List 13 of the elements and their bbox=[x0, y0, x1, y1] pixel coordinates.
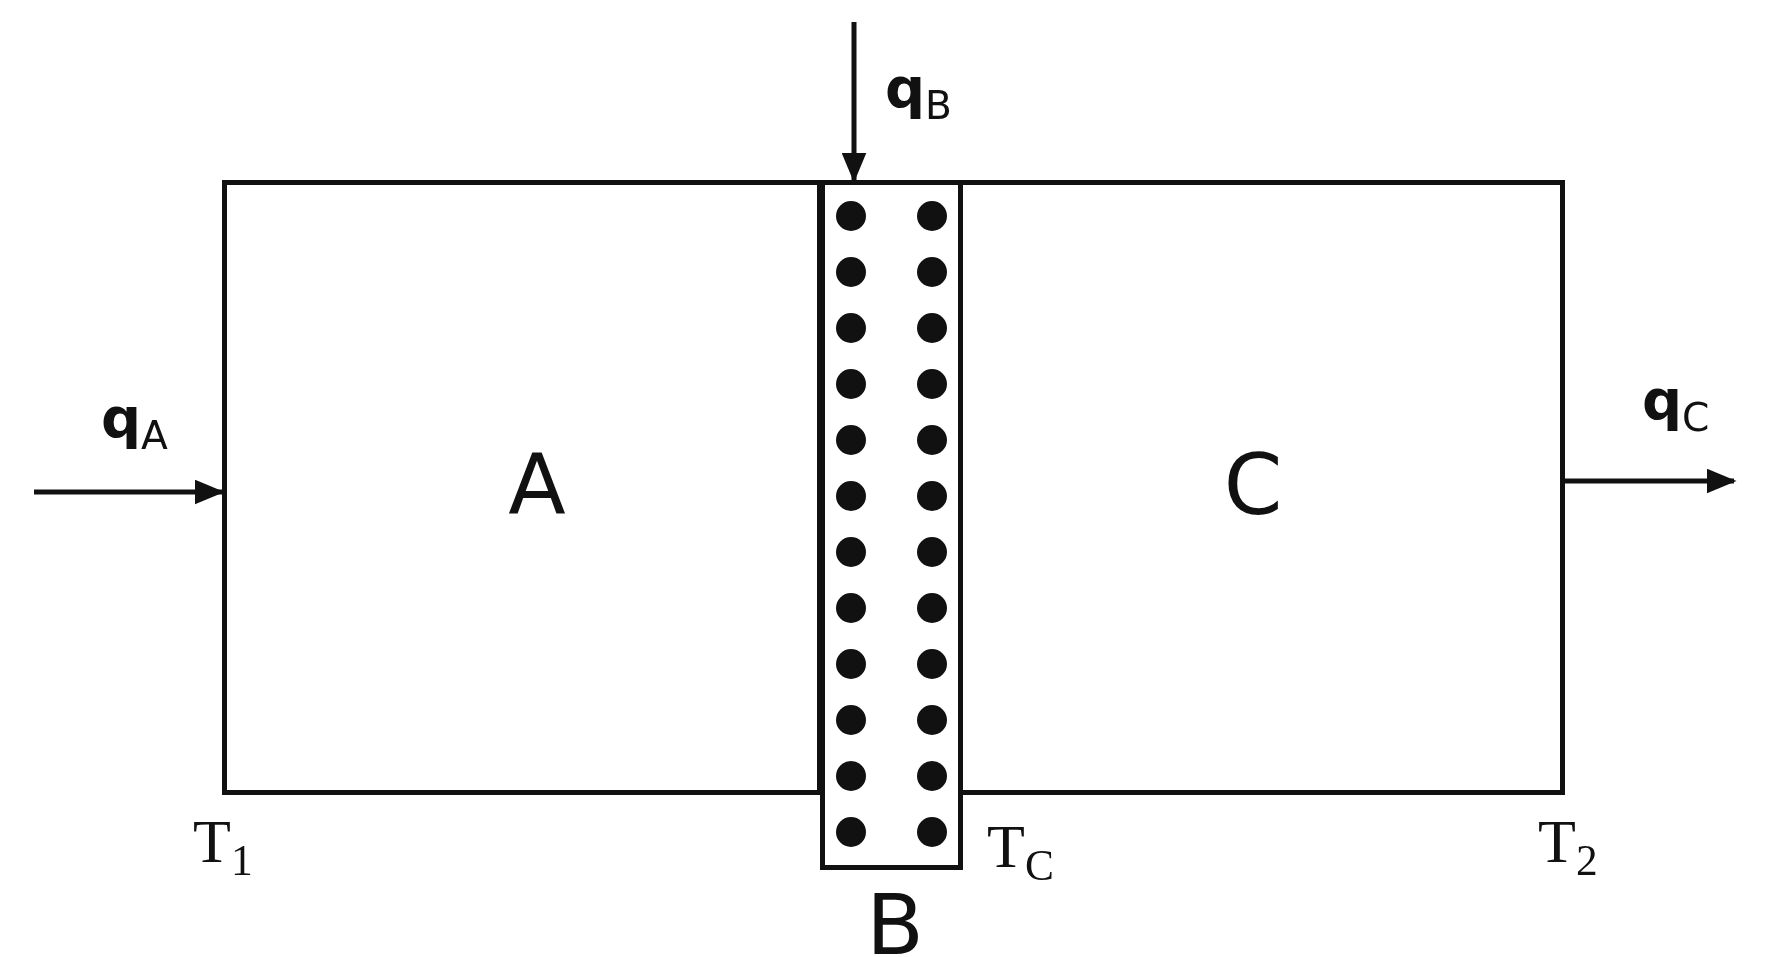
flux-arrow bbox=[841, 22, 867, 183]
region-label: B bbox=[866, 883, 924, 957]
temperature-label: T$_{2}$ bbox=[1538, 810, 1598, 883]
edge-label: q$_{A}$ bbox=[101, 390, 168, 456]
edge-label: q$_{C}$ bbox=[1642, 372, 1710, 438]
region-label: A bbox=[508, 443, 566, 527]
edge-label: q$_{B}$ bbox=[885, 60, 952, 126]
region-label: C bbox=[1223, 443, 1283, 527]
flux-arrow bbox=[34, 479, 225, 505]
temperature-label: T$_{1}$ bbox=[193, 810, 253, 883]
region-box bbox=[222, 180, 822, 795]
flux-arrow bbox=[1565, 468, 1737, 494]
temperature-label: T$_{C}$ bbox=[987, 815, 1054, 888]
